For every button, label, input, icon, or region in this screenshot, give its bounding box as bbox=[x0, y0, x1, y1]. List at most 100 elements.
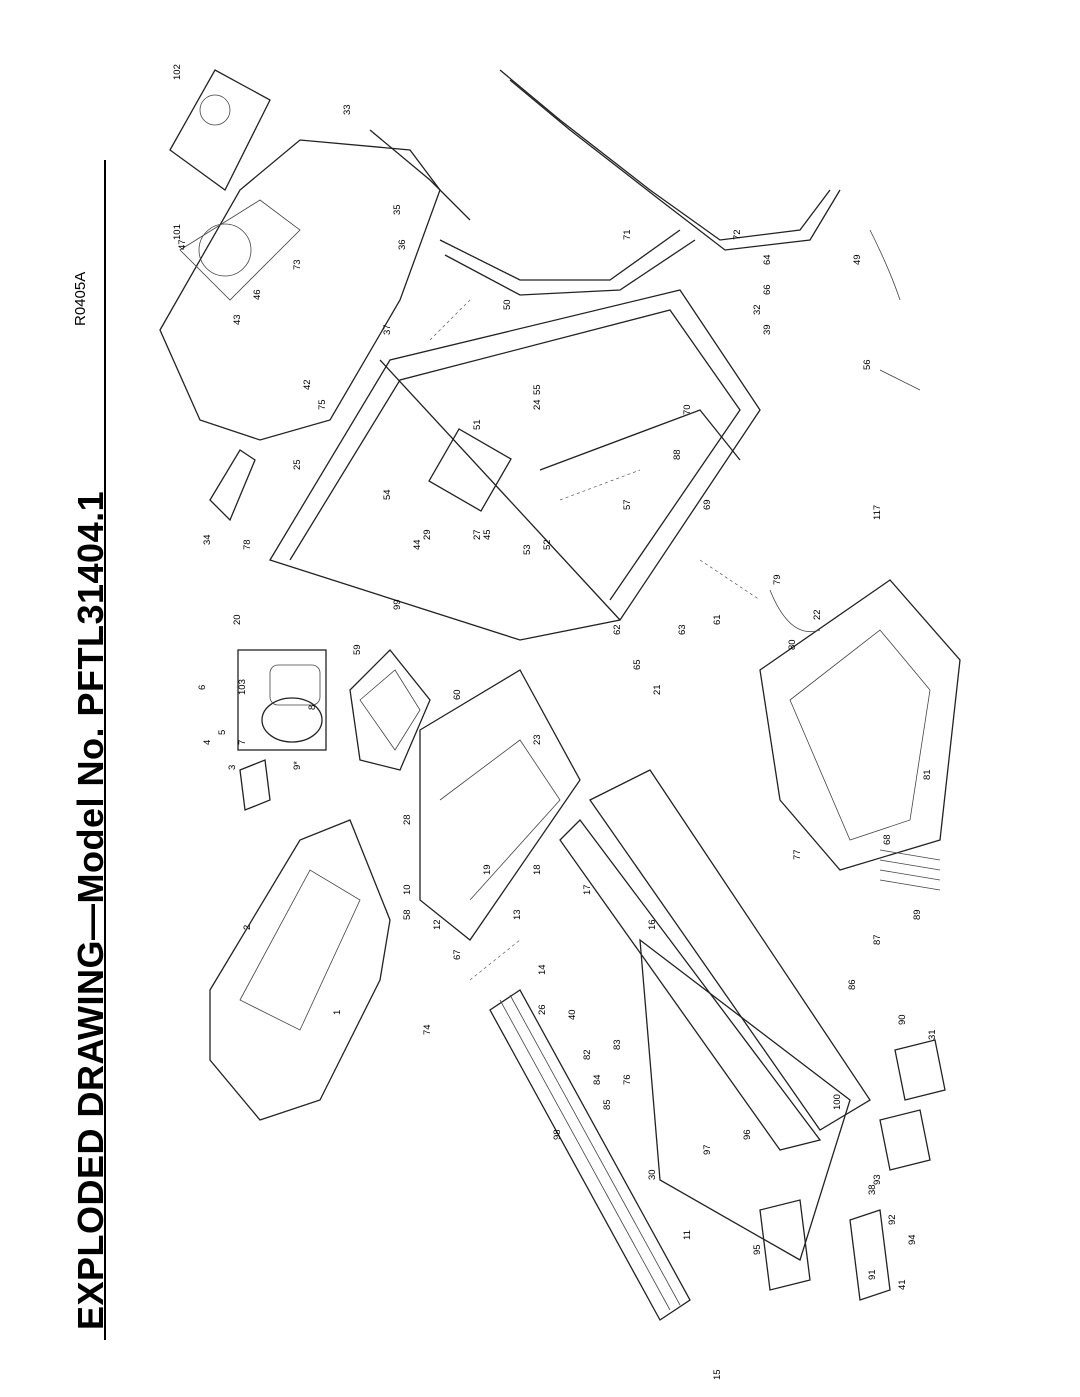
part-label: 50 bbox=[502, 299, 513, 310]
end-caps bbox=[759, 1039, 946, 1301]
part-label: 61 bbox=[712, 614, 723, 625]
part-label: 33 bbox=[342, 104, 353, 115]
part-label: 21 bbox=[652, 684, 663, 695]
motor-hood bbox=[209, 819, 391, 1121]
part-label: 101 bbox=[172, 224, 183, 240]
part-label: 46 bbox=[252, 289, 263, 300]
part-label: 59 bbox=[352, 644, 363, 655]
part-label: 6 bbox=[197, 685, 208, 690]
part-label: 18 bbox=[532, 864, 543, 875]
part-label: 26 bbox=[537, 1004, 548, 1015]
part-label: 3 bbox=[227, 765, 238, 770]
part-label: 89 bbox=[912, 909, 923, 920]
part-label: 5 bbox=[217, 730, 228, 735]
part-label: 12 bbox=[432, 919, 443, 930]
part-label: 86 bbox=[847, 979, 858, 990]
part-label: 39 bbox=[762, 324, 773, 335]
part-label: 92 bbox=[887, 1214, 898, 1225]
part-label: 75 bbox=[317, 399, 328, 410]
assembly-guides bbox=[429, 299, 761, 981]
part-label: 99 bbox=[392, 599, 403, 610]
part-label: 62 bbox=[612, 624, 623, 635]
part-label: 72 bbox=[732, 229, 743, 240]
part-label: 30 bbox=[647, 1169, 658, 1180]
part-label: 60 bbox=[452, 689, 463, 700]
part-label: 22 bbox=[812, 609, 823, 620]
part-label: 100 bbox=[832, 1094, 843, 1110]
base-frame bbox=[419, 669, 581, 941]
part-label: 32 bbox=[752, 304, 763, 315]
part-label: 81 bbox=[922, 769, 933, 780]
handrails bbox=[369, 69, 841, 296]
part-label: 25 bbox=[292, 459, 303, 470]
part-label: 55 bbox=[532, 384, 543, 395]
part-label: 2 bbox=[242, 925, 253, 930]
part-label: 53 bbox=[522, 544, 533, 555]
part-label: 42 bbox=[302, 379, 313, 390]
part-label: 66 bbox=[762, 284, 773, 295]
part-label: 70 bbox=[682, 404, 693, 415]
part-label: 31 bbox=[927, 1029, 938, 1040]
part-label: 34 bbox=[202, 534, 213, 545]
part-label: 94 bbox=[907, 1234, 918, 1245]
part-label: 83 bbox=[612, 1039, 623, 1050]
part-label: 87 bbox=[872, 934, 883, 945]
part-label: 44 bbox=[412, 539, 423, 550]
part-label: 54 bbox=[382, 489, 393, 500]
part-label: 98 bbox=[552, 1129, 563, 1140]
part-label: 85 bbox=[602, 1099, 613, 1110]
incline-frame bbox=[759, 579, 961, 871]
part-label: 71 bbox=[622, 229, 633, 240]
part-label: 13 bbox=[512, 909, 523, 920]
part-label: 27 bbox=[472, 529, 483, 540]
walking-deck bbox=[489, 769, 871, 1321]
part-label: 58 bbox=[402, 909, 413, 920]
part-label: 29 bbox=[422, 529, 433, 540]
part-label: 88 bbox=[672, 449, 683, 460]
part-label: 7 bbox=[237, 740, 248, 745]
part-label: 15 bbox=[712, 1369, 723, 1380]
part-label: 35 bbox=[392, 204, 403, 215]
part-label: 82 bbox=[582, 1049, 593, 1060]
part-label: 102 bbox=[172, 64, 183, 80]
part-label: 67 bbox=[452, 949, 463, 960]
part-label: 16 bbox=[647, 919, 658, 930]
part-label: 80 bbox=[787, 639, 798, 650]
part-label: 41 bbox=[897, 1279, 908, 1290]
part-label: 51 bbox=[472, 419, 483, 430]
part-label: 11 bbox=[682, 1230, 693, 1240]
part-label: 38 bbox=[867, 1184, 878, 1195]
part-label: 43 bbox=[232, 314, 243, 325]
part-label: 28 bbox=[402, 814, 413, 825]
part-label: 93 bbox=[872, 1174, 883, 1185]
part-label: 64 bbox=[762, 254, 773, 265]
wires bbox=[769, 229, 941, 891]
part-label: 91 bbox=[867, 1269, 878, 1280]
part-label: 52 bbox=[542, 539, 553, 550]
part-label: 96 bbox=[742, 1129, 753, 1140]
part-label: 8 bbox=[307, 705, 318, 710]
part-label: 24 bbox=[532, 399, 543, 410]
part-label: 45 bbox=[482, 529, 493, 540]
part-label: 68 bbox=[882, 834, 893, 845]
part-label: 77 bbox=[792, 849, 803, 860]
part-label: 10 bbox=[402, 884, 413, 895]
part-label: 95 bbox=[752, 1244, 763, 1255]
part-labels: 123456789*101112131415161718192021222324… bbox=[172, 64, 938, 1380]
title-underline bbox=[104, 160, 106, 1340]
part-label: 1 bbox=[332, 1010, 343, 1015]
controller-board bbox=[349, 649, 431, 771]
part-label: 49 bbox=[852, 254, 863, 265]
part-label: 17 bbox=[582, 884, 593, 895]
part-label: 37 bbox=[382, 324, 393, 335]
part-label: 97 bbox=[702, 1144, 713, 1155]
part-label: 76 bbox=[622, 1074, 633, 1085]
part-label: 19 bbox=[482, 864, 493, 875]
part-label: 63 bbox=[677, 624, 688, 635]
part-label: 56 bbox=[862, 359, 873, 370]
part-label: 65 bbox=[632, 659, 643, 670]
part-label: 74 bbox=[422, 1024, 433, 1035]
part-label: 36 bbox=[397, 239, 408, 250]
part-label: 14 bbox=[537, 964, 548, 975]
